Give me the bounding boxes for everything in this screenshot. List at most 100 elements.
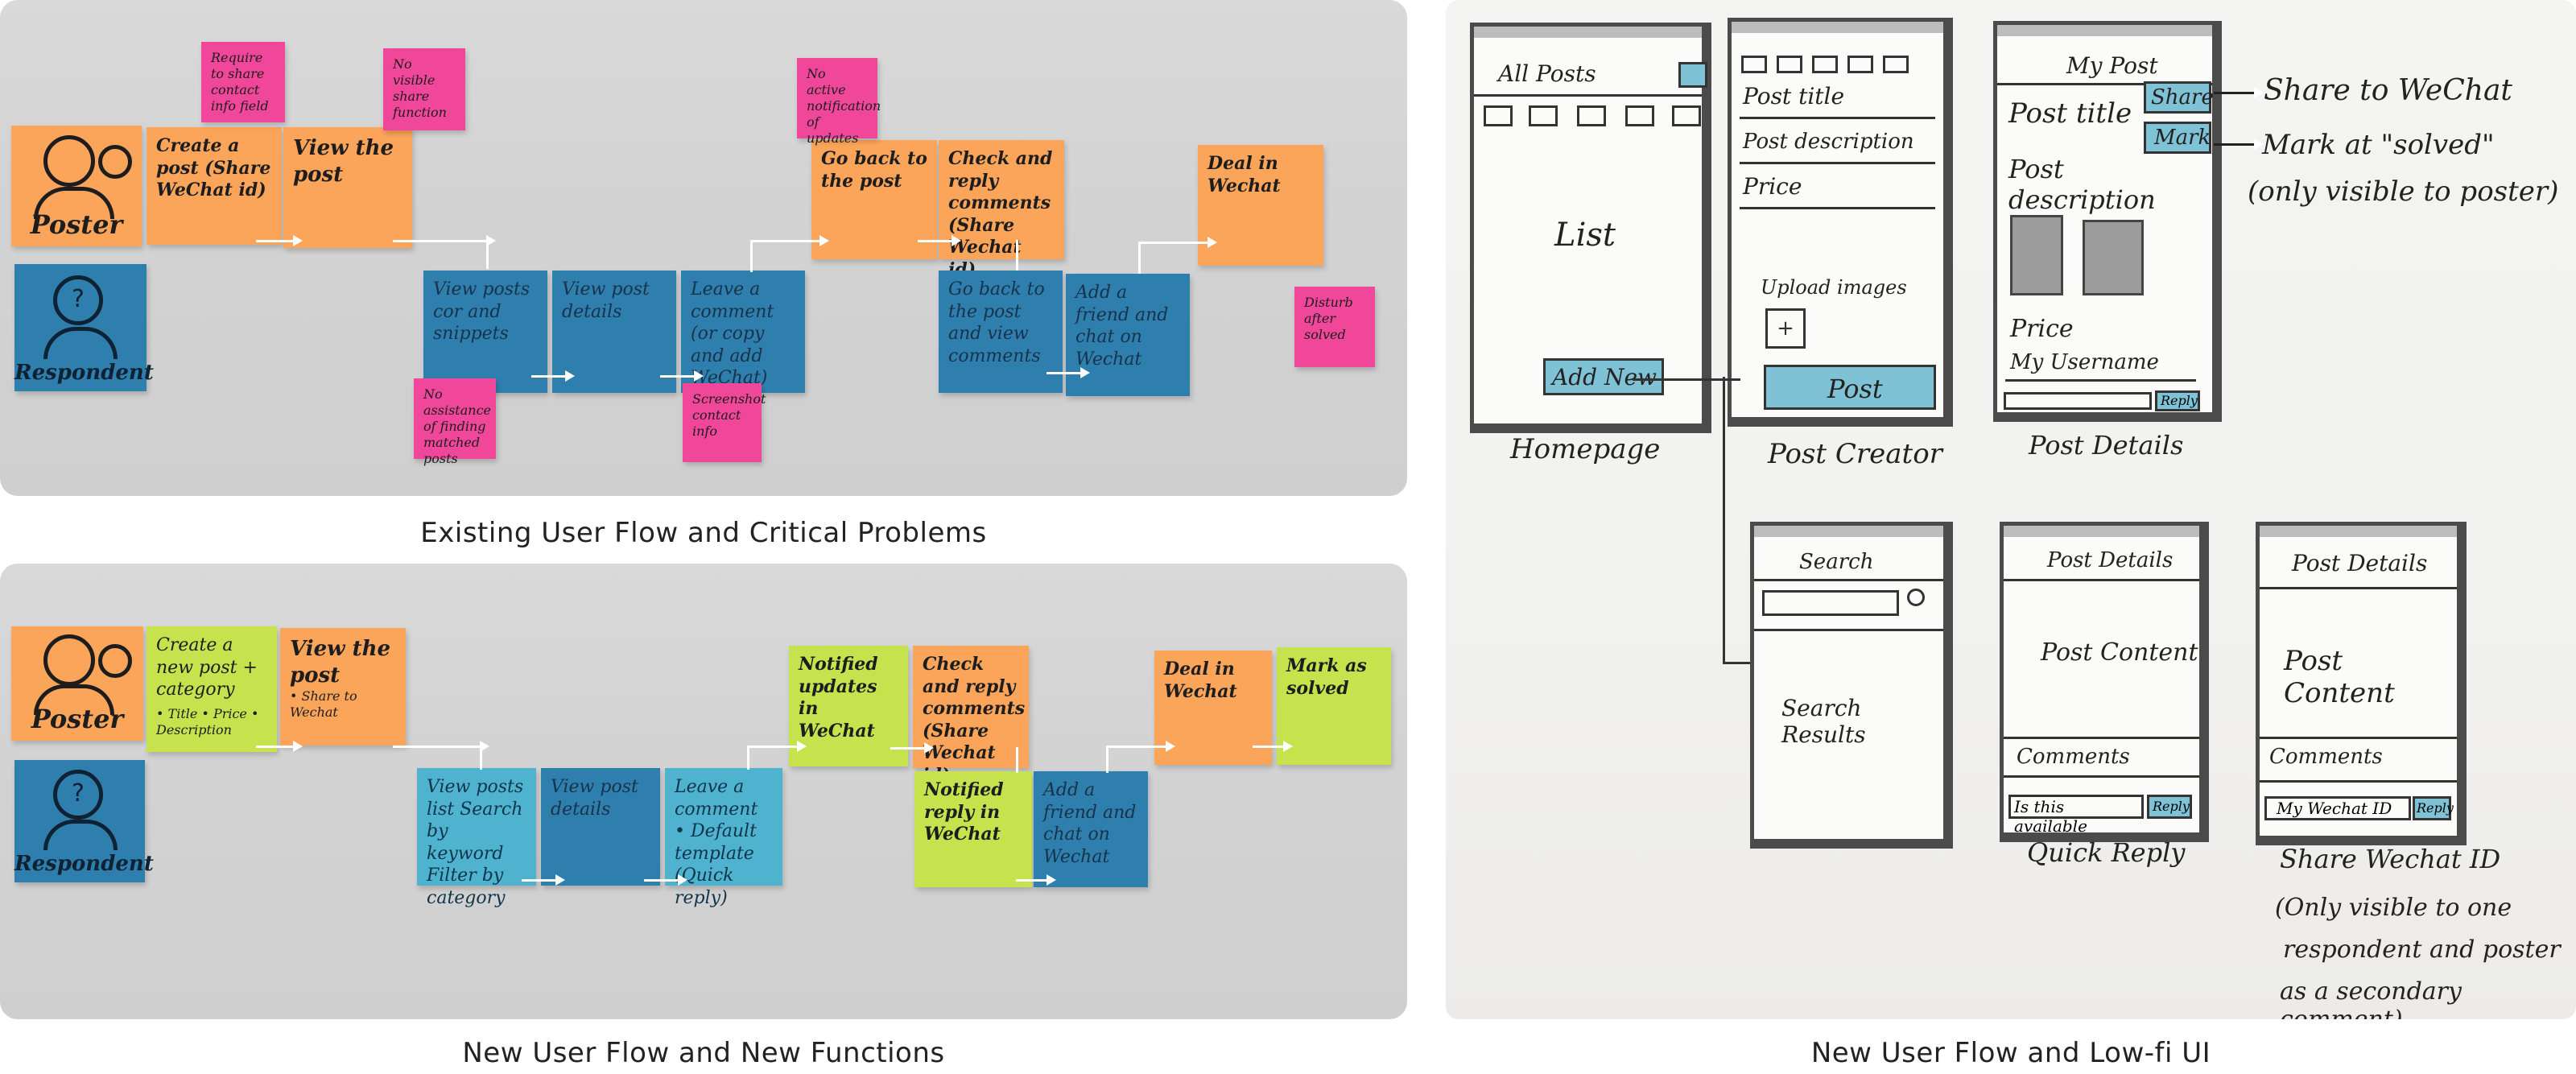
share-annotation: Share to WeChat: [2264, 74, 2512, 107]
share-wechat-screen: Post Details Post Content Comments My We…: [2256, 522, 2467, 845]
price-field[interactable]: Price: [1743, 173, 1802, 200]
step-notified-updates: Notified updates in WeChat: [789, 646, 908, 766]
poster-role-note: Poster: [11, 626, 143, 741]
new-flow-photo: Poster ? Respondent Create a new post + …: [0, 564, 1407, 1019]
reply-button[interactable]: Reply: [2147, 795, 2192, 819]
flow-arrow: [393, 235, 496, 246]
search-icon[interactable]: [1907, 589, 1925, 606]
flow-arrow: [1016, 874, 1056, 886]
new-flow-caption: New User Flow and New Functions: [462, 1037, 945, 1069]
flow-arrow: [1138, 237, 1217, 248]
step-view-post: View the post • Share to Wechat: [280, 628, 406, 746]
respondent-person-icon: ?: [53, 770, 103, 820]
post-image: [2083, 220, 2144, 295]
flow-arrow: [1106, 741, 1175, 752]
reply-button[interactable]: Reply: [2155, 390, 2200, 411]
homepage-label: Homepage: [1510, 433, 1661, 465]
flow-arrow: [531, 370, 575, 382]
step-view-list: View posts list Search by keyword Filter…: [417, 768, 536, 908]
lowfi-sketch-photo: All Posts List Add New Homepage Post tit…: [1446, 0, 2576, 1019]
image-thumbnails: [1741, 56, 1934, 75]
step-go-back-view-comments: Go back to the post and view comments: [939, 271, 1063, 393]
step-create-post: Create a post (Share WeChat id): [147, 127, 282, 245]
mark-annotation: Mark at "solved": [2262, 129, 2495, 161]
flow-arrow: [256, 235, 303, 246]
step-deal: Deal in Wechat: [1154, 651, 1272, 765]
post-details-label: Post Details: [2029, 430, 2184, 461]
post-title-field[interactable]: Post title: [1743, 83, 1845, 109]
poster-label: Poster: [31, 704, 124, 734]
mark-button[interactable]: Mark: [2144, 122, 2211, 154]
existing-flow-caption: Existing User Flow and Critical Problems: [420, 517, 987, 549]
step-mark-solved: Mark as solved: [1277, 647, 1391, 765]
post-creator-label: Post Creator: [1768, 438, 1942, 470]
step-view-post: View the post: [283, 127, 412, 248]
post-list: List: [1554, 217, 1616, 254]
respondent-label: Respondent: [14, 852, 154, 876]
wechat-id-input[interactable]: My Wechat ID: [2264, 796, 2411, 820]
step-deal: Deal in Wechat: [1198, 145, 1323, 266]
problem-no-active-notification: No active notification of updates: [797, 58, 881, 146]
respondent-label: Respondent: [14, 361, 154, 385]
search-results: Search Results: [1781, 695, 1866, 748]
speech-bubble-icon: [98, 644, 132, 678]
flow-arrow: [890, 742, 934, 754]
step-view-details: View post details: [541, 768, 660, 886]
respondent-person-icon: ?: [53, 275, 103, 325]
quick-reply-label: Quick Reply: [2027, 837, 2186, 868]
step-create-new-post: Create a new post + category • Title • P…: [147, 626, 277, 752]
search-screen: Search Search Results: [1750, 522, 1953, 849]
visibility-annotation: (only visible to poster): [2248, 176, 2559, 208]
flow-arrow: [750, 235, 829, 246]
search-input[interactable]: [1762, 590, 1899, 616]
wechat-note-line1: (Only visible to one: [2275, 894, 2512, 922]
flow-arrow: [393, 741, 489, 752]
flow-arrow: [747, 741, 807, 752]
poster-person-icon: [43, 135, 95, 187]
problem-require-contact: Require to share contact info field: [201, 42, 285, 122]
step-view-posts: View posts cor and snippets: [423, 271, 547, 393]
flow-arrow: [1253, 741, 1293, 752]
respondent-role-note: ? Respondent: [14, 264, 154, 391]
wechat-note-line3: as a secondary comment): [2280, 977, 2462, 1019]
upload-image-button[interactable]: +: [1765, 308, 1806, 349]
step-leave-comment: Leave a comment (or copy and add WeChat): [681, 271, 805, 393]
step-notified-reply: Notified reply in WeChat: [914, 771, 1032, 887]
post-details-screen: My Post Post title Share Mark Post descr…: [1993, 21, 2222, 422]
flow-arrow: [256, 741, 303, 752]
quick-reply-screen: Post Details Post Content Comments Is th…: [2000, 522, 2209, 842]
category-tabs[interactable]: [1484, 105, 1701, 130]
share-wechat-label: Share Wechat ID: [2280, 844, 2501, 874]
wechat-note-line2: respondent and poster: [2283, 936, 2561, 964]
homepage-screen: All Posts List Add New: [1470, 23, 1711, 433]
add-new-button[interactable]: Add New: [1543, 358, 1664, 395]
poster-role-note: Poster: [11, 126, 142, 246]
step-add-friend: Add a friend and chat on Wechat: [1034, 771, 1148, 887]
flow-arrow: [660, 370, 704, 382]
poster-person-icon: [43, 634, 95, 686]
flow-arrow: [1046, 367, 1090, 378]
share-button[interactable]: Share: [2144, 81, 2214, 114]
flow-arrow: [918, 235, 961, 246]
flow-arrow: [644, 874, 687, 886]
existing-flow-photo: Poster ? Respondent Create a post (Share…: [0, 0, 1407, 496]
problem-no-assistance: No assistance of finding matched posts: [414, 378, 496, 466]
post-image: [2010, 215, 2063, 295]
search-icon[interactable]: [1678, 62, 1707, 88]
speech-bubble-icon: [98, 145, 132, 179]
post-description-field[interactable]: Post description: [1743, 130, 1914, 154]
post-creator-screen: Post title Post description Price Upload…: [1728, 18, 1953, 427]
poster-label: Poster: [30, 209, 123, 240]
step-leave-comment: Leave a comment • Default template (Quic…: [665, 768, 782, 908]
reply-button[interactable]: Reply: [2413, 796, 2454, 820]
respondent-role-note: ? Respondent: [14, 760, 154, 882]
problem-screenshot: Screenshot contact info: [683, 383, 766, 462]
problem-no-visible-share: No visible share function: [383, 48, 465, 130]
lowfi-caption: New User Flow and Low-fi UI: [1810, 1037, 2211, 1069]
post-button[interactable]: Post: [1764, 365, 1936, 410]
problem-disturb: Disturb after solved: [1294, 287, 1375, 367]
comment-input[interactable]: [2004, 392, 2152, 410]
step-go-back: Go back to the post: [811, 140, 937, 259]
flow-arrow: [522, 874, 565, 886]
quick-reply-input[interactable]: Is this available: [2008, 795, 2144, 836]
